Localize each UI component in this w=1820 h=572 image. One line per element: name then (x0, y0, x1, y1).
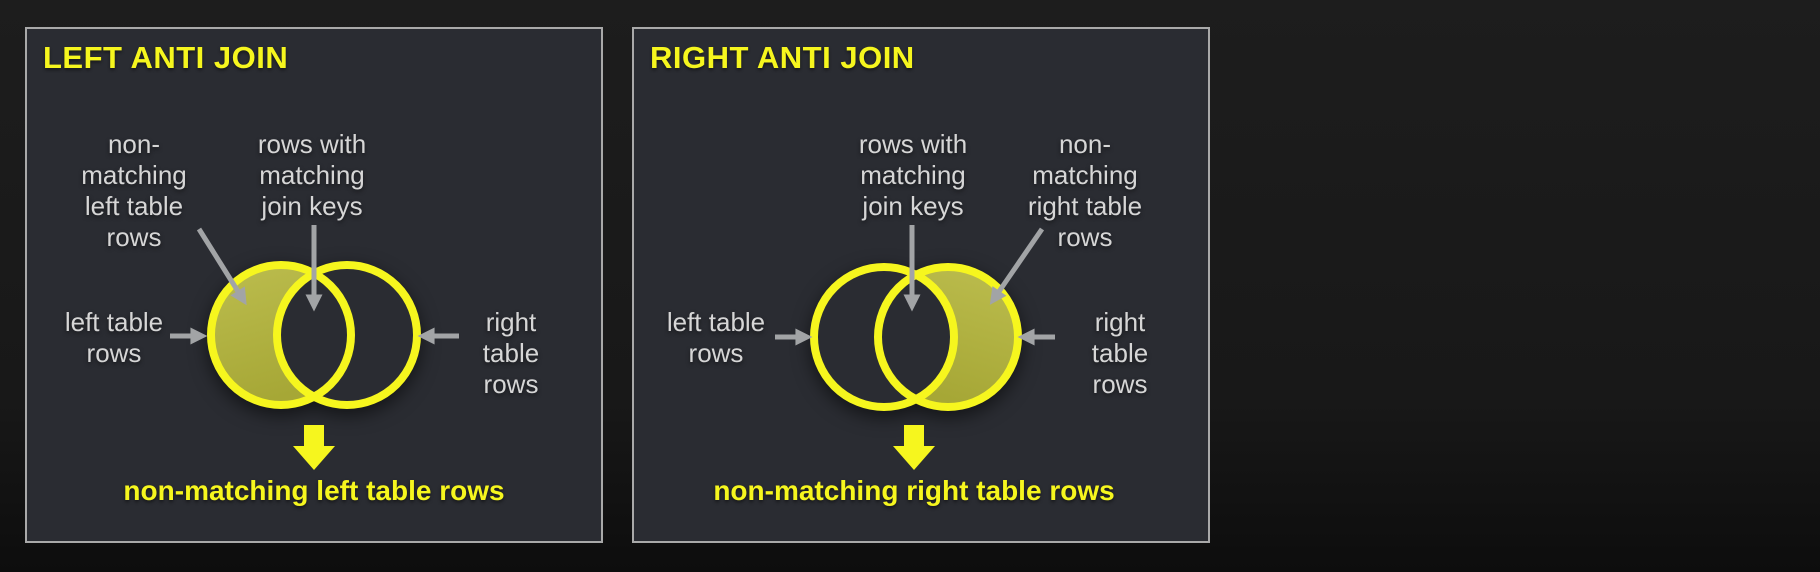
label-right-table-rows: right table rows (482, 307, 540, 399)
label-matching-join-keys: rows with matching join keys (257, 129, 367, 221)
venn-diagram-right-anti-join (775, 225, 1055, 470)
label-right-table-rows: right table rows (1091, 307, 1149, 399)
venn-diagram-left-anti-join (170, 225, 459, 470)
left-circle-outline (810, 263, 958, 411)
result-down-arrow-icon (293, 425, 335, 470)
left-circle-outline (207, 261, 355, 409)
venn-circles (810, 263, 1022, 411)
label-non-matching-left-rows: non- matching left table rows (81, 129, 187, 252)
result-caption: non-matching right table rows (713, 475, 1115, 506)
right-circle-outline (273, 261, 421, 409)
panel-title: LEFT ANTI JOIN (43, 40, 289, 75)
label-left-table-rows: left table rows (64, 307, 164, 368)
crescent-pointer-arrow-icon (196, 227, 247, 306)
panel-left-anti-join: LEFT ANTI JOIN non- matching left table … (25, 27, 603, 543)
label-matching-join-keys: rows with matching join keys (858, 129, 968, 221)
result-down-arrow-icon (893, 425, 935, 470)
annotation-arrows (170, 225, 459, 345)
result-caption: non-matching left table rows (123, 475, 505, 506)
panel-right-anti-join: RIGHT ANTI JOIN rows with matching join … (632, 27, 1210, 543)
crescent-pointer-arrow-icon (989, 227, 1045, 305)
label-non-matching-right-rows: non- matching right table rows (1027, 129, 1143, 252)
label-left-table-rows: left table rows (666, 307, 766, 368)
panel-title: RIGHT ANTI JOIN (650, 40, 915, 75)
annotation-arrows (775, 225, 1055, 346)
